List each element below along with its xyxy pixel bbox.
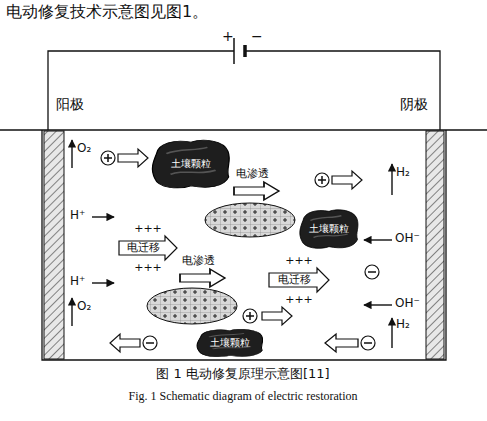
particle-label: 土壤颗粒 xyxy=(210,336,250,350)
diagram-label: 阴极 xyxy=(400,96,428,112)
arrow-body xyxy=(269,268,329,292)
diagram-label: H₂ xyxy=(396,318,410,332)
diagram-label: O₂ xyxy=(77,142,91,156)
soil-particle: 土壤颗粒 xyxy=(150,138,232,190)
negative-charge xyxy=(143,336,157,350)
cathode-plate xyxy=(426,131,444,359)
hollow-arrow xyxy=(118,149,148,167)
particle-label: 土壤颗粒 xyxy=(309,222,349,236)
charge-signs: +++ xyxy=(285,254,313,267)
charge-signs: +++ xyxy=(134,261,162,274)
tank-outline xyxy=(42,130,446,360)
negative-charge xyxy=(365,265,379,279)
caption-english: Fig. 1 Schematic diagram of electric res… xyxy=(129,390,358,404)
battery-plate xyxy=(243,45,247,57)
hollow-arrow xyxy=(262,307,292,325)
body-text: 电动修复技术示意图见图1。 xyxy=(6,3,208,21)
hollow-arrow xyxy=(180,269,225,287)
diagram-label: 阳极 xyxy=(56,96,84,112)
diagram-label: H⁺ xyxy=(70,275,85,289)
arrow-body xyxy=(119,236,177,260)
migration-arrow: +++电迁移+++ xyxy=(118,222,178,274)
hollow-arrow xyxy=(110,334,140,352)
positive-charge xyxy=(101,151,115,165)
migration-arrow: +++电迁移+++ xyxy=(268,254,330,306)
anode-plate xyxy=(44,131,64,359)
diagram-label: O₂ xyxy=(77,300,91,314)
process-name: 电迁移 xyxy=(127,235,170,261)
diagram-label: H₂ xyxy=(396,166,410,180)
hollow-arrow xyxy=(234,182,279,200)
hollow-arrow xyxy=(332,171,362,189)
diagram-label: OH⁻ xyxy=(395,232,420,246)
diagram-label: H⁺ xyxy=(70,209,85,223)
process-name: 电迁移 xyxy=(278,267,321,293)
ion-arrow xyxy=(72,140,392,348)
charge-signs: +++ xyxy=(134,222,162,235)
charge-signs: +++ xyxy=(285,293,313,306)
charged-oval xyxy=(147,288,237,324)
diagram-label: 电渗透 xyxy=(236,168,269,181)
particle-body xyxy=(197,329,263,356)
particle-body xyxy=(300,210,358,248)
diagram-label: + xyxy=(222,28,234,44)
particle-texture xyxy=(166,147,215,174)
charged-oval xyxy=(205,203,295,237)
particle-body xyxy=(152,140,229,188)
diagram-label: − xyxy=(251,28,263,44)
negative-charge xyxy=(361,336,375,350)
ground-line xyxy=(0,129,487,130)
figure-caption: 图 1 电动修复原理示意图[11] xyxy=(156,367,329,382)
particle-label: 土壤颗粒 xyxy=(171,157,211,171)
soil-particle: 土壤颗粒 xyxy=(195,328,265,358)
circuit-wire xyxy=(48,51,440,130)
positive-charge xyxy=(315,173,329,187)
diagram-label: 电渗透 xyxy=(182,255,215,268)
diagram-label: OH⁻ xyxy=(395,297,420,311)
soil-particle: 土壤颗粒 xyxy=(298,208,360,250)
positive-charge xyxy=(243,309,257,323)
particle-texture xyxy=(209,333,251,349)
hollow-arrow xyxy=(325,334,358,352)
